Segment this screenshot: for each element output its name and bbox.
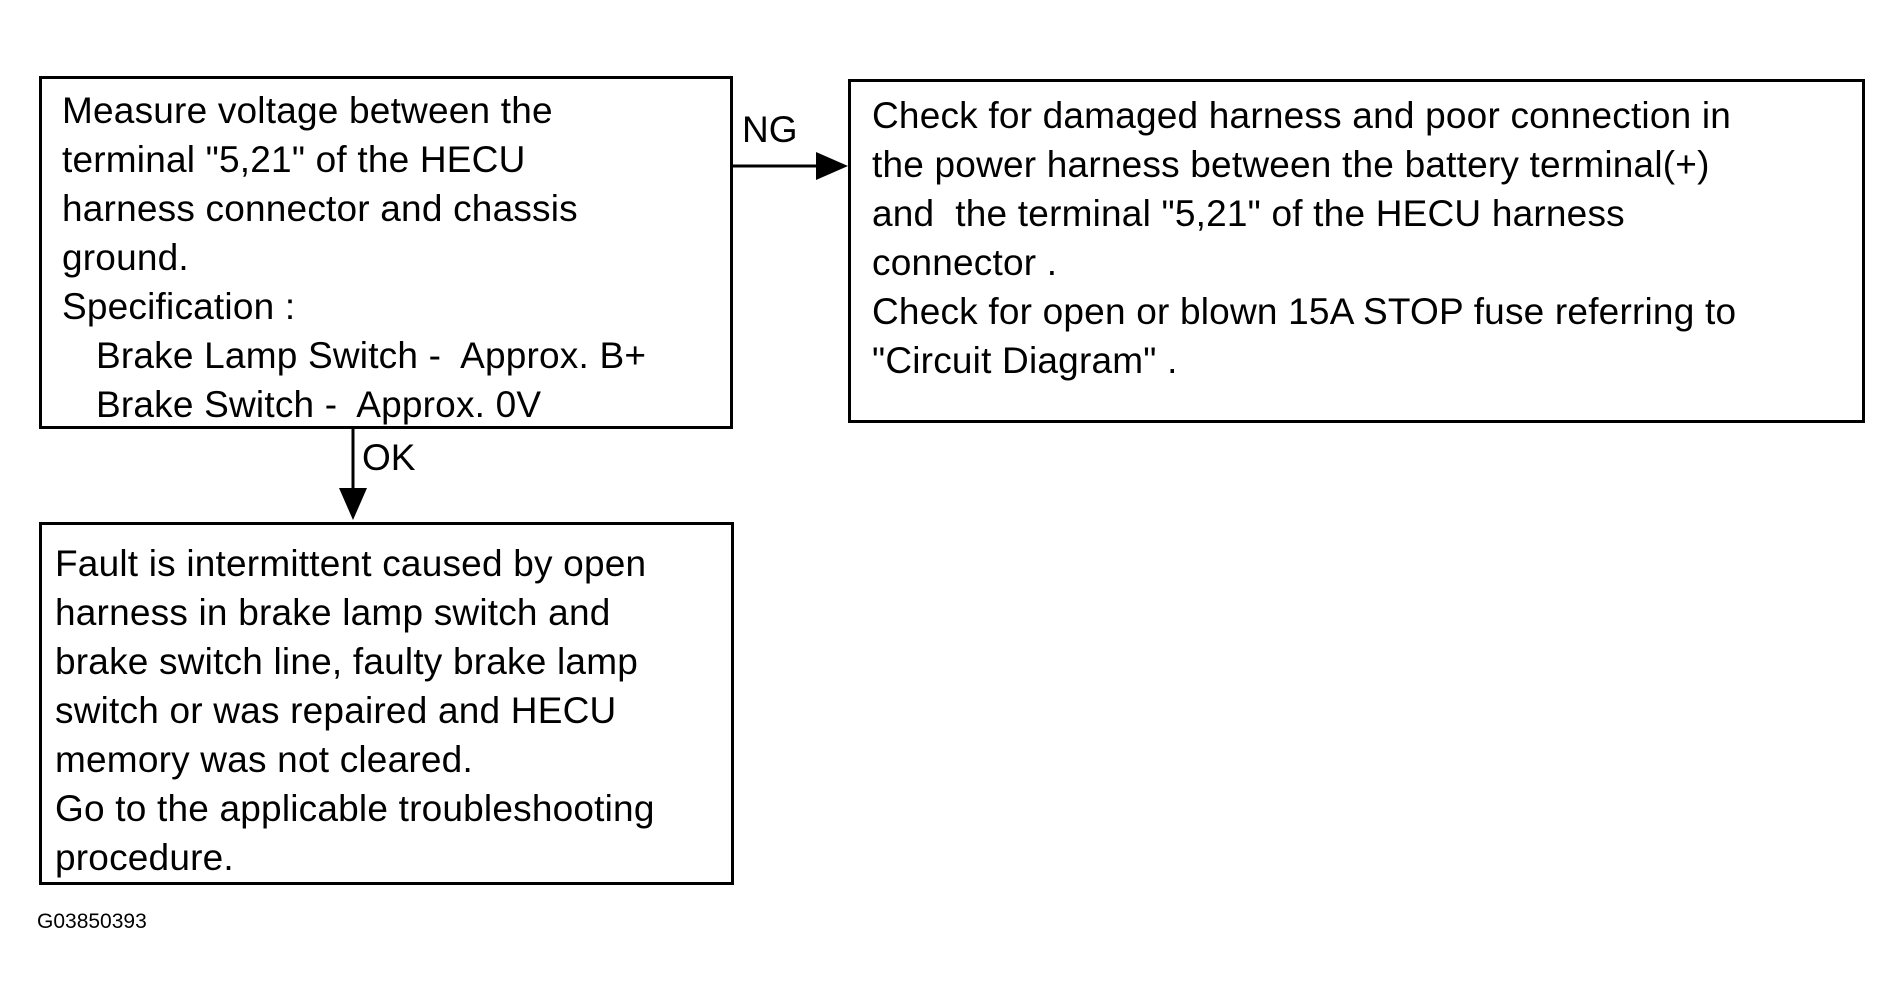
- ok-branch-label: OK: [362, 437, 416, 478]
- step-text-line: the power harness between the battery te…: [872, 144, 1710, 185]
- spec-brake-lamp-switch: Brake Lamp Switch - Approx. B+: [96, 335, 647, 376]
- ng-arrow-head: [816, 152, 848, 180]
- step-text-line: and the terminal "5,21" of the HECU harn…: [872, 193, 1625, 234]
- step-text-line: harness connector and chassis: [62, 188, 578, 229]
- step-text-line: "Circuit Diagram" .: [872, 340, 1178, 381]
- step-text-line: Fault is intermittent caused by open: [55, 543, 647, 584]
- figure-code: G03850393: [37, 910, 147, 933]
- ng-arrow: [733, 152, 848, 180]
- step-text-line: ground.: [62, 237, 189, 278]
- step-text-line: Go to the applicable troubleshooting: [55, 788, 655, 829]
- step-text-line: Measure voltage between the: [62, 90, 553, 131]
- spec-brake-switch: Brake Switch - Approx. 0V: [96, 384, 542, 425]
- ok-arrow-head: [339, 488, 367, 520]
- step-text-line: switch or was repaired and HECU: [55, 690, 617, 731]
- step-text-line: connector .: [872, 242, 1058, 283]
- intermittent-fault-step-box: Fault is intermittent caused by open har…: [39, 522, 734, 885]
- measure-voltage-step-box: Measure voltage between the terminal "5,…: [39, 76, 733, 429]
- step-text-line: terminal "5,21" of the HECU: [62, 139, 526, 180]
- step-text-line: procedure.: [55, 837, 234, 878]
- ok-arrow: [339, 429, 367, 520]
- step-text-line: Check for damaged harness and poor conne…: [872, 95, 1732, 136]
- specification-heading: Specification :: [62, 286, 296, 327]
- step-text-line: brake switch line, faulty brake lamp: [55, 641, 639, 682]
- step-text-line: Check for open or blown 15A STOP fuse re…: [872, 291, 1737, 332]
- ng-branch-label: NG: [742, 109, 798, 150]
- step-text-line: harness in brake lamp switch and: [55, 592, 611, 633]
- check-harness-step-box: Check for damaged harness and poor conne…: [848, 79, 1865, 423]
- step-text-line: memory was not cleared.: [55, 739, 473, 780]
